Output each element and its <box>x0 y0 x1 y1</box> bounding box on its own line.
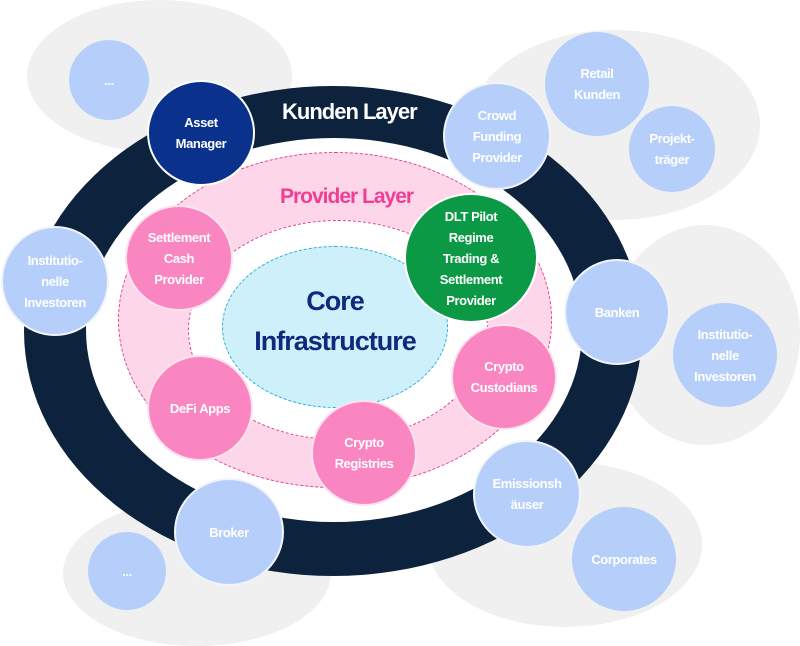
kunden-node-broker[interactable]: Broker <box>174 478 284 586</box>
external-node-institutionelle-investoren[interactable]: Institutio- nelle Investoren <box>673 303 777 407</box>
provider-node-defi-apps[interactable]: DeFi Apps <box>147 355 253 461</box>
core-title-line1: Core <box>306 286 365 316</box>
kunden-node-asset-manager[interactable]: Asset Manager <box>147 80 255 186</box>
external-node-more-top-left[interactable]: ... <box>69 40 149 120</box>
kunden-node-emissionshaeuser[interactable]: Emissionsh äuser <box>473 440 581 548</box>
external-node-projekttraeger[interactable]: Projekt- träger <box>629 106 715 192</box>
provider-node-crypto-custodians[interactable]: Crypto Custodians <box>451 324 557 430</box>
kunden-node-crowd-funding[interactable]: Crowd Funding Provider <box>443 82 551 190</box>
kunden-node-banken[interactable]: Banken <box>564 259 670 365</box>
provider-node-dlt-pilot[interactable]: DLT Pilot Regime Trading & Settlement Pr… <box>404 193 538 323</box>
provider-node-crypto-registries[interactable]: Crypto Registries <box>311 400 417 506</box>
core-title-line2: Infrastructure <box>254 326 417 356</box>
external-node-corporates[interactable]: Corporates <box>572 507 676 611</box>
provider-layer-title: Provider Layer <box>280 185 414 208</box>
external-node-retail-kunden[interactable]: Retail Kunden <box>545 32 649 136</box>
provider-node-settlement-cash[interactable]: Settlement Cash Provider <box>125 205 233 311</box>
kunden-layer-title: Kunden Layer <box>282 99 418 124</box>
external-node-more-bottom-left[interactable]: ... <box>88 532 166 610</box>
kunden-node-institutionelle-investoren[interactable]: Institutio- nelle Investoren <box>1 226 109 336</box>
